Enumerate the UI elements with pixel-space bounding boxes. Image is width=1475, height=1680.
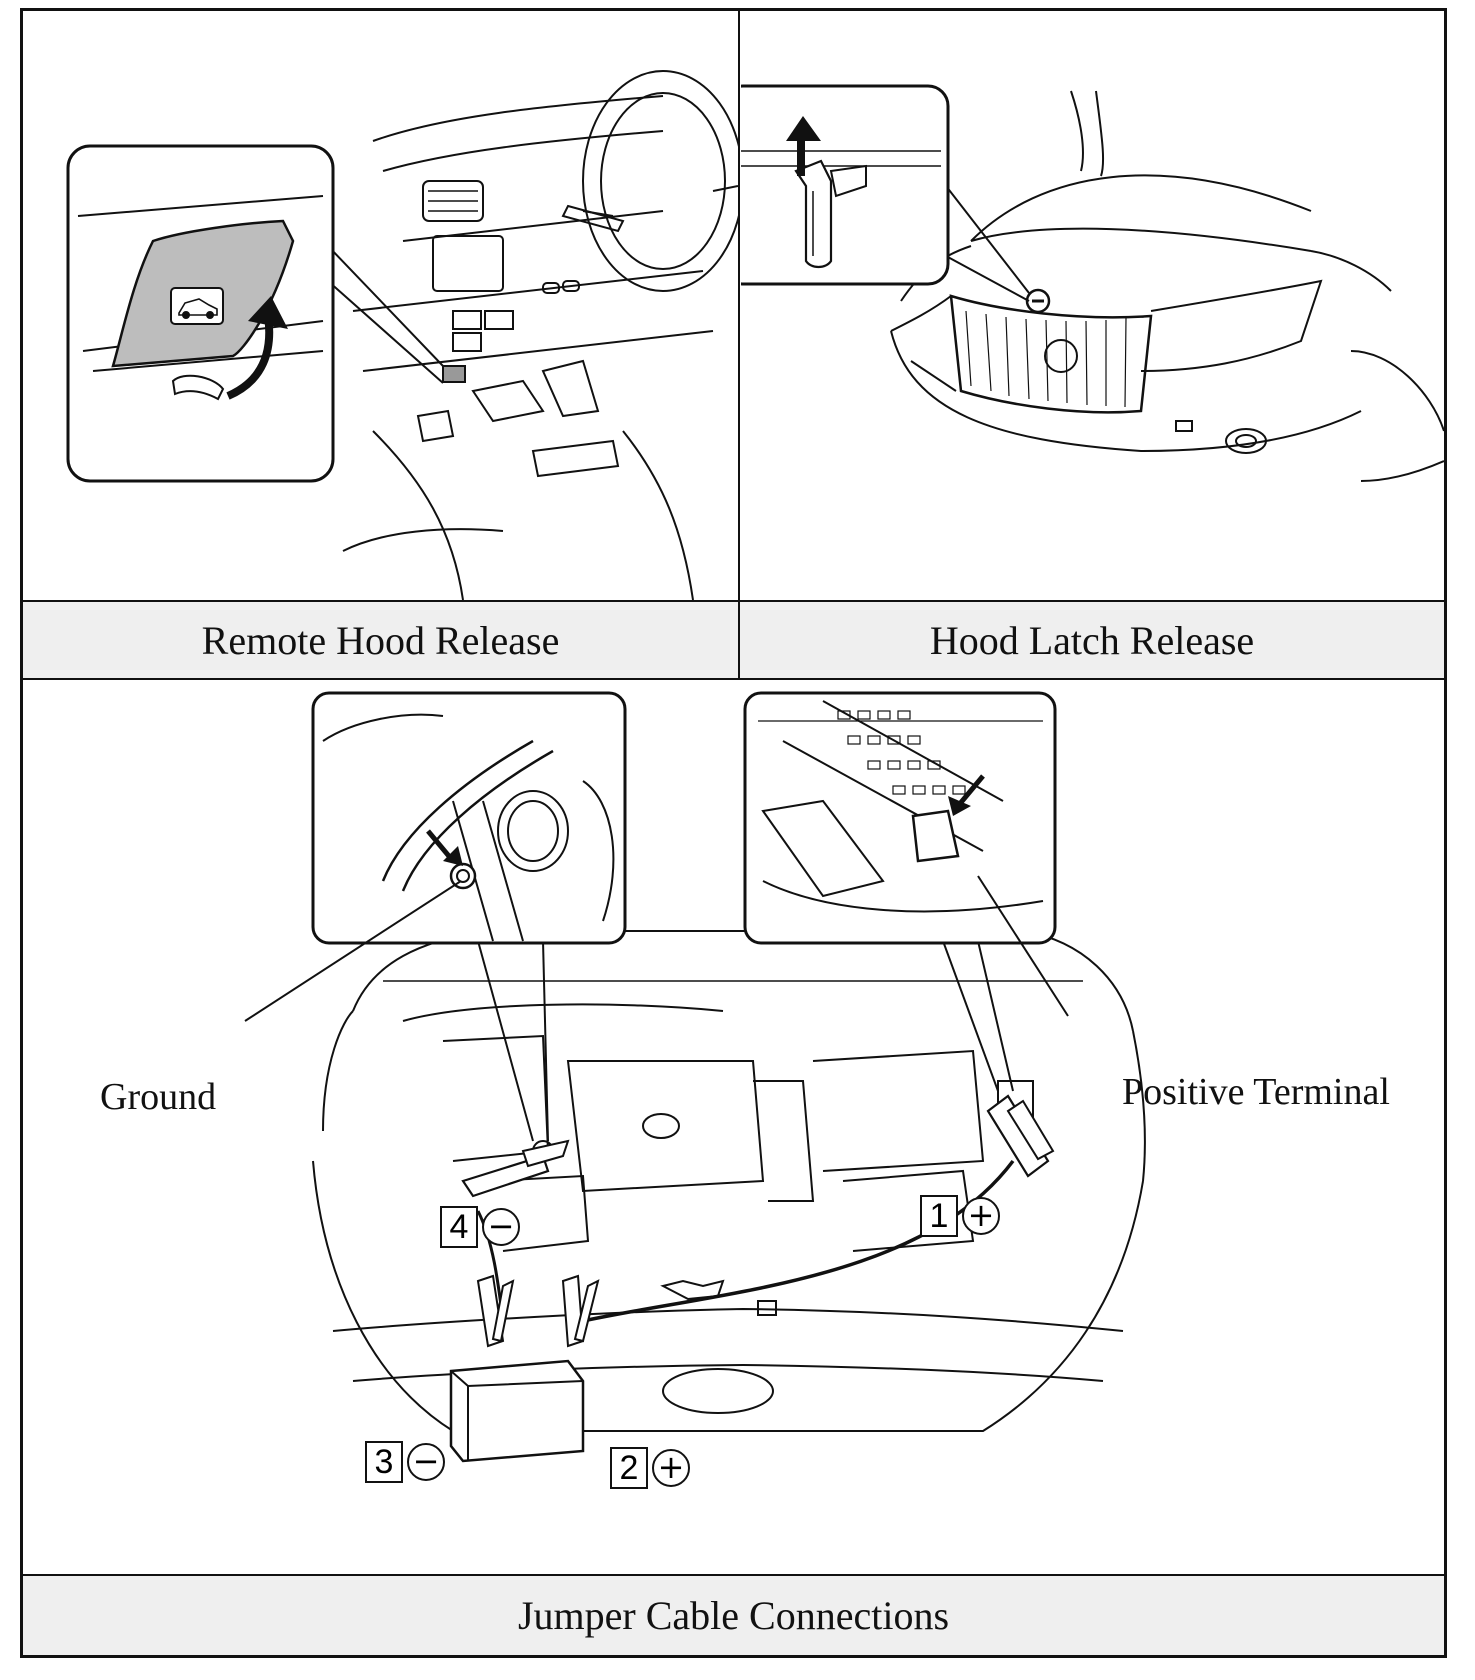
car-hood-icon [170, 287, 224, 325]
top-caption-upper-rule [20, 600, 1447, 602]
plus-circle-icon: + [652, 1449, 690, 1487]
hood-latch-release-illustration [741, 11, 1444, 600]
top-caption-lower-rule [20, 678, 1447, 680]
caption-remote-hood-release-text: Remote Hood Release [201, 617, 560, 663]
minus-circle-icon: − [482, 1208, 520, 1246]
step-4-marker: 4 − [440, 1206, 520, 1248]
caption-jumper-cable-connections: Jumper Cable Connections [23, 1576, 1444, 1655]
jumper-cable-illustration [23, 681, 1444, 1574]
caption-hood-latch-release: Hood Latch Release [740, 602, 1444, 678]
step-1-number: 1 [920, 1195, 958, 1237]
caption-remote-hood-release: Remote Hood Release [23, 602, 738, 678]
positive-terminal-label: Positive Terminal [1122, 1071, 1390, 1113]
step-2-marker: 2 + [610, 1447, 690, 1489]
top-panel-divider [738, 8, 740, 680]
ground-label: Ground [100, 1076, 217, 1118]
bottom-caption-rule [20, 1574, 1447, 1576]
plus-circle-icon: + [962, 1197, 1000, 1235]
caption-jumper-cable-connections-text: Jumper Cable Connections [517, 1593, 950, 1638]
minus-circle-icon [1025, 288, 1051, 314]
step-3-number: 3 [365, 1441, 403, 1483]
step-4-number: 4 [440, 1206, 478, 1248]
diagram-frame [20, 8, 1447, 1658]
step-3-marker: 3 − [365, 1441, 445, 1483]
caption-hood-latch-release-text: Hood Latch Release [929, 617, 1255, 663]
step-2-number: 2 [610, 1447, 648, 1489]
remote-hood-release-illustration [23, 11, 738, 600]
step-1-marker: 1 + [920, 1195, 1000, 1237]
minus-circle-icon: − [407, 1443, 445, 1481]
